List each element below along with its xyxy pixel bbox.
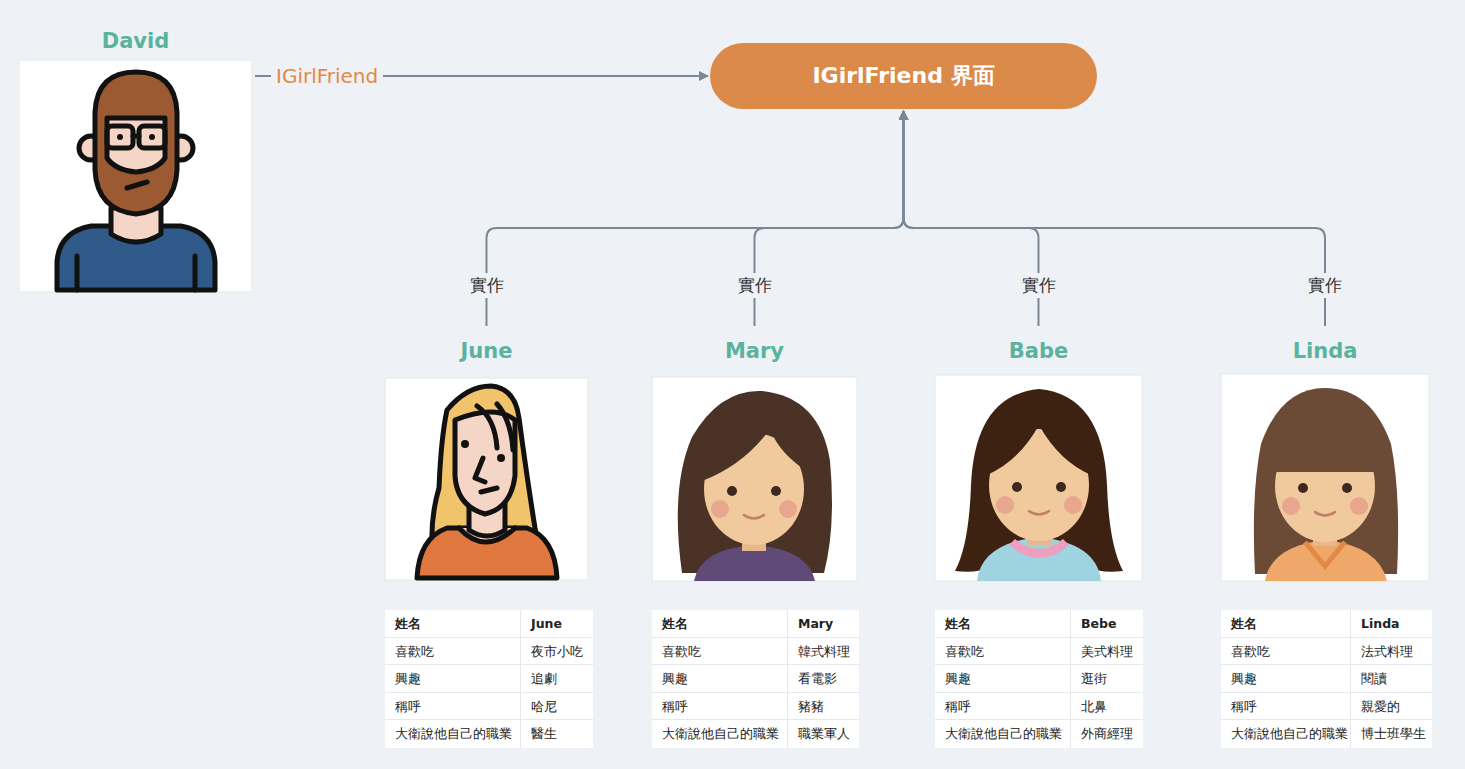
table-cell: 北鼻 bbox=[1071, 693, 1143, 721]
table-header-cell: 姓名 bbox=[1221, 610, 1351, 638]
table-cell: 喜歡吃 bbox=[935, 638, 1071, 666]
info-table: 姓名Mary喜歡吃韓式料理興趣看電影稱呼豬豬大衛說他自己的職業職業軍人 bbox=[652, 610, 859, 748]
table-header-cell: Linda bbox=[1351, 610, 1432, 638]
person-name: David bbox=[102, 28, 170, 54]
table-cell: 閱讀 bbox=[1351, 665, 1432, 693]
babe-avatar bbox=[935, 375, 1142, 581]
table-cell: 夜市小吃 bbox=[521, 638, 593, 666]
person-name: Linda bbox=[1293, 338, 1358, 364]
table-cell: 法式料理 bbox=[1351, 638, 1432, 666]
info-table: 姓名June喜歡吃夜市小吃興趣追劇稱呼哈尼大衛說他自己的職業醫生 bbox=[385, 610, 593, 748]
table-cell: 親愛的 bbox=[1351, 693, 1432, 721]
mary-avatar bbox=[652, 377, 857, 581]
interface-pill: IGirlFriend 界面 bbox=[710, 43, 1097, 109]
table-cell: 喜歡吃 bbox=[652, 638, 788, 666]
implements-connector bbox=[755, 111, 904, 326]
info-table: 姓名Bebe喜歡吃美式料理興趣逛街稱呼北鼻大衛說他自己的職業外商經理 bbox=[935, 610, 1143, 748]
avatar-card: Babe bbox=[935, 375, 1142, 581]
linda-avatar bbox=[1221, 374, 1429, 581]
implements-label: 實作 bbox=[465, 273, 509, 298]
avatar-card: David bbox=[19, 60, 252, 292]
table-header-cell: June bbox=[521, 610, 593, 638]
table-cell: 稱呼 bbox=[385, 693, 521, 721]
table-cell: 喜歡吃 bbox=[385, 638, 521, 666]
table-cell: 興趣 bbox=[935, 665, 1071, 693]
table-cell: 醫生 bbox=[521, 720, 593, 748]
implements-label: 實作 bbox=[1303, 273, 1347, 298]
table-cell: 大衛說他自己的職業 bbox=[1221, 720, 1351, 748]
interface-arrow-label: IGirlFriend bbox=[271, 63, 383, 89]
table-cell: 韓式料理 bbox=[788, 638, 859, 666]
table-header-cell: 姓名 bbox=[935, 610, 1071, 638]
table-cell: 興趣 bbox=[652, 665, 788, 693]
avatar-card: June bbox=[385, 378, 588, 580]
table-header-cell: Mary bbox=[788, 610, 859, 638]
table-cell: 職業軍人 bbox=[788, 720, 859, 748]
table-cell: 美式料理 bbox=[1071, 638, 1143, 666]
june-avatar bbox=[385, 378, 588, 580]
table-cell: 稱呼 bbox=[935, 693, 1071, 721]
table-cell: 逛街 bbox=[1071, 665, 1143, 693]
table-cell: 大衛說他自己的職業 bbox=[385, 720, 521, 748]
table-cell: 大衛說他自己的職業 bbox=[935, 720, 1071, 748]
implements-connector bbox=[904, 111, 1326, 326]
person-name: Babe bbox=[1009, 338, 1068, 364]
table-cell: 大衛說他自己的職業 bbox=[652, 720, 788, 748]
interface-title: IGirlFriend 界面 bbox=[812, 61, 994, 91]
info-table: 姓名Linda喜歡吃法式料理興趣閱讀稱呼親愛的大衛說他自己的職業博士班學生 bbox=[1221, 610, 1432, 748]
table-cell: 看電影 bbox=[788, 665, 859, 693]
implements-label: 實作 bbox=[1017, 273, 1061, 298]
avatar-card: Mary bbox=[652, 377, 857, 581]
person-name: Mary bbox=[725, 338, 784, 364]
table-cell: 稱呼 bbox=[1221, 693, 1351, 721]
david-avatar bbox=[19, 60, 252, 292]
table-cell: 喜歡吃 bbox=[1221, 638, 1351, 666]
implements-label: 實作 bbox=[733, 273, 777, 298]
table-cell: 豬豬 bbox=[788, 693, 859, 721]
table-cell: 哈尼 bbox=[521, 693, 593, 721]
avatar-card: Linda bbox=[1221, 374, 1429, 581]
table-cell: 博士班學生 bbox=[1351, 720, 1432, 748]
table-cell: 追劇 bbox=[521, 665, 593, 693]
table-header-cell: 姓名 bbox=[385, 610, 521, 638]
table-cell: 興趣 bbox=[385, 665, 521, 693]
table-cell: 外商經理 bbox=[1071, 720, 1143, 748]
table-cell: 興趣 bbox=[1221, 665, 1351, 693]
person-name: June bbox=[461, 338, 513, 364]
table-header-cell: Bebe bbox=[1071, 610, 1143, 638]
implements-connector bbox=[487, 111, 904, 326]
table-header-cell: 姓名 bbox=[652, 610, 788, 638]
table-cell: 稱呼 bbox=[652, 693, 788, 721]
